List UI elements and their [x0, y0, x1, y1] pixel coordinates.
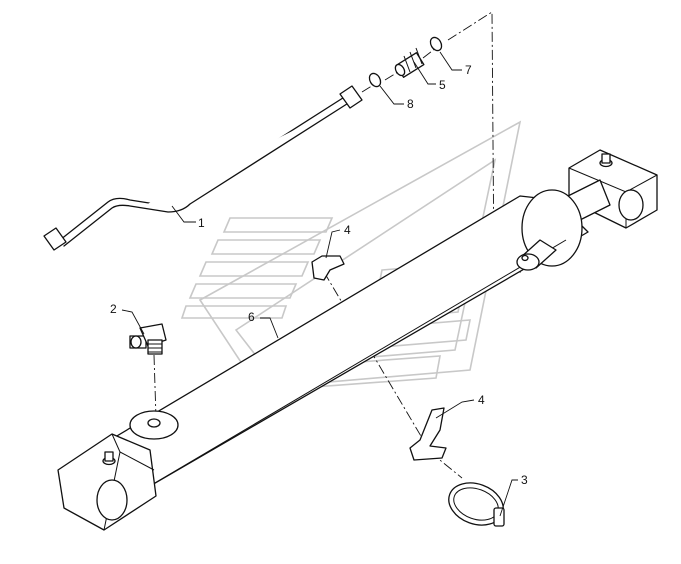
callout-8: 8 — [407, 97, 414, 111]
callout-2: 2 — [110, 302, 117, 316]
callout-6: 6 — [248, 310, 255, 324]
rod-end-eye — [618, 189, 644, 221]
base-end-eye — [96, 479, 128, 521]
hydraulic-cylinder — [57, 149, 658, 531]
elbow-fitting — [129, 323, 167, 355]
straight-fitting — [394, 47, 425, 78]
callout-3: 3 — [521, 473, 528, 487]
bracket-upper — [311, 255, 345, 281]
tube-nut-left — [43, 227, 67, 251]
tube-nut-right — [339, 85, 363, 109]
hose-clamp — [448, 482, 505, 527]
leader-lines — [121, 51, 518, 517]
hydraulic-tube — [43, 85, 363, 251]
o-ring-upper — [429, 36, 443, 52]
callout-4-upper: 4 — [344, 223, 351, 237]
callout-4-lower: 4 — [478, 393, 485, 407]
callout-7: 7 — [465, 63, 472, 77]
o-ring-lower — [368, 72, 382, 88]
callout-5: 5 — [439, 78, 446, 92]
bracket-lower — [409, 407, 447, 461]
cylinder-barrel — [99, 195, 589, 501]
callout-1: 1 — [198, 216, 205, 230]
